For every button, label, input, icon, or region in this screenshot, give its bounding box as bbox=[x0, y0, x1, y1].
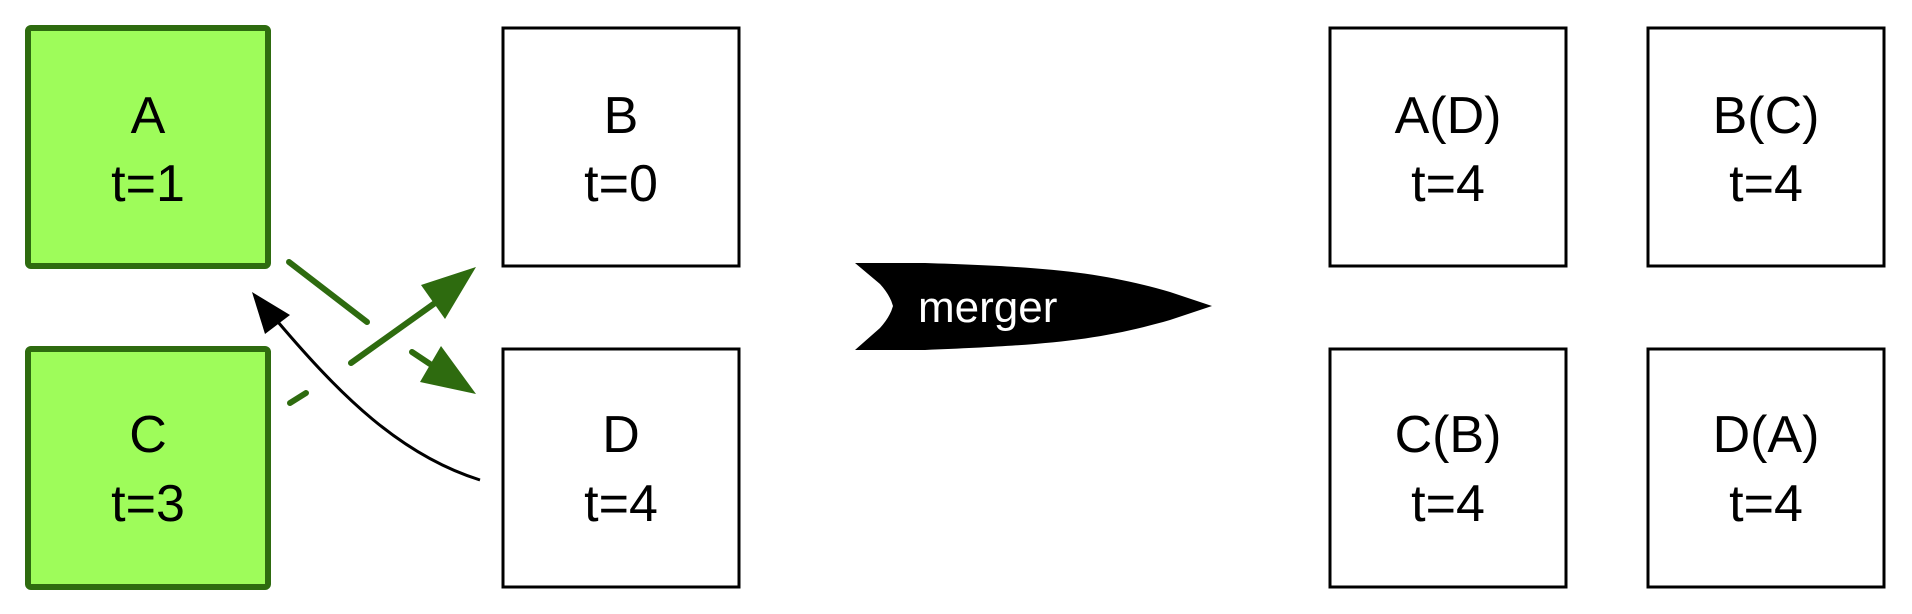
node-b-time: t=0 bbox=[584, 155, 658, 213]
node-a-time: t=1 bbox=[111, 155, 185, 213]
node-c-time: t=3 bbox=[111, 475, 185, 533]
node-b-c-name: B(C) bbox=[1713, 87, 1820, 145]
node-d-a-time: t=4 bbox=[1729, 475, 1803, 533]
node-c-name: C bbox=[129, 406, 167, 464]
merge-arrow: merger bbox=[855, 263, 1212, 350]
node-d-a-box bbox=[1646, 347, 1886, 589]
node-a-d-name: A(D) bbox=[1395, 87, 1502, 145]
node-d-a: D(A) t=4 bbox=[1646, 347, 1886, 589]
node-d-name: D bbox=[602, 406, 640, 464]
node-b-c-time: t=4 bbox=[1729, 155, 1803, 213]
node-d-time: t=4 bbox=[584, 475, 658, 533]
node-d-box bbox=[501, 347, 741, 589]
node-c: C t=3 bbox=[25, 346, 271, 590]
node-c-box bbox=[25, 346, 271, 590]
merge-arrow-shape bbox=[855, 263, 1212, 350]
edge-a-to-d bbox=[286, 259, 476, 394]
node-a-box bbox=[25, 25, 271, 269]
node-c-b-box bbox=[1328, 347, 1568, 589]
edge-c-to-b bbox=[287, 267, 476, 406]
node-a-d: A(D) t=4 bbox=[1328, 26, 1568, 268]
arrowhead-c-to-b bbox=[421, 267, 476, 319]
edge-d-to-a bbox=[252, 292, 481, 482]
node-a-name: A bbox=[131, 87, 166, 145]
node-c-b: C(B) t=4 bbox=[1328, 347, 1568, 589]
node-a-d-box bbox=[1328, 26, 1568, 268]
node-b-c-box bbox=[1646, 26, 1886, 268]
node-c-b-name: C(B) bbox=[1395, 406, 1502, 464]
node-d-a-name: D(A) bbox=[1713, 406, 1820, 464]
node-b-c: B(C) t=4 bbox=[1646, 26, 1886, 268]
node-a: A t=1 bbox=[25, 25, 271, 269]
node-d: D t=4 bbox=[501, 347, 741, 589]
arrowhead-d-to-a bbox=[252, 292, 290, 334]
node-b-name: B bbox=[604, 87, 639, 145]
merge-label: merger bbox=[918, 283, 1057, 332]
node-b: B t=0 bbox=[501, 26, 741, 268]
node-b-box bbox=[501, 26, 741, 268]
node-c-b-time: t=4 bbox=[1411, 475, 1485, 533]
node-a-d-time: t=4 bbox=[1411, 155, 1485, 213]
arrowhead-a-to-d bbox=[420, 346, 476, 394]
